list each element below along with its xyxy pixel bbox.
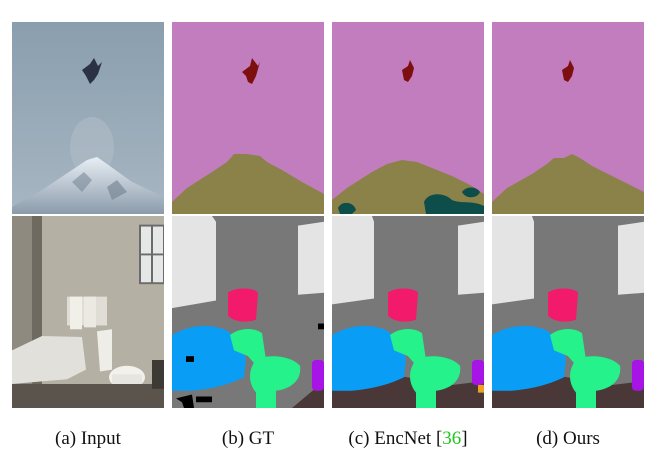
bathroom-photo [12,216,164,408]
ours-mask-airplane [492,22,644,214]
gt-segmentation [172,216,324,408]
caption-ours: (d) Ours [536,428,600,449]
encnet-segmentation [332,22,484,214]
input-image-bathroom [12,216,164,408]
gt-segmentation [172,22,324,214]
airplane-photo [12,22,164,214]
caption-gt: (b) GT [221,428,275,449]
ours-mask-bathroom [492,216,644,408]
ours-segmentation [492,216,644,408]
encnet-mask-airplane [332,22,484,214]
citation-link[interactable]: 36 [442,428,462,449]
input-image-airplane [12,22,164,214]
caption-encnet: (c) EncNet [36] [328,428,488,458]
caption-encnet-suffix: ] [461,428,468,449]
gt-mask-bathroom [172,216,324,408]
caption-input: (a) Input [55,428,121,449]
encnet-mask-bathroom [332,216,484,408]
caption-encnet-prefix: (c) EncNet [ [348,428,443,449]
gt-mask-airplane [172,22,324,214]
ours-segmentation [492,22,644,214]
encnet-segmentation [332,216,484,408]
